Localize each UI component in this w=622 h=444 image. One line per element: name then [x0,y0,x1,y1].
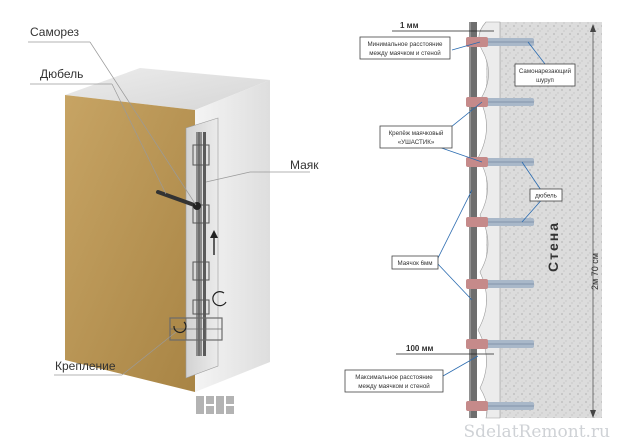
min-distance-line2: между маячком и стеной [369,50,441,57]
clip-line1: Крепёж маячковый [389,130,444,137]
wall-cross-section: 1 мм 100 мм 2м 70 см Стена [344,21,602,419]
fastening-bracket [169,317,223,341]
self-tapping-line1: Самонарезающий [519,68,572,75]
rotate-arrow-icon-2 [173,321,187,334]
callout-min-distance: Минимальное расстояние между маячком и с… [359,36,451,60]
top-dimension: 1 мм [392,21,494,32]
leader-screw-diag [89,41,197,206]
beacon-6mm-label: Маячок 6мм [397,260,432,267]
beacon-profile [192,132,210,356]
self-tapping-line2: шуруп [536,77,554,84]
clip-line2: «УШАСТИК» [398,139,435,146]
label-dowel: Дюбель [40,67,83,81]
wall-label: Стена [545,221,561,272]
dimension-bottom-label: 100 мм [406,344,433,353]
wall-block-top-face [65,68,270,110]
wall-body [486,22,602,418]
callout-dowel: дюбель [529,188,563,202]
beacon-clips [466,37,488,411]
callout-clip: Крепёж маячковый «УШАСТИК» [379,125,453,149]
callout-beacon-6mm: Маячок 6мм [391,255,439,270]
dowel-shaft [156,190,199,208]
height-dimension: 2м 70 см [590,24,600,418]
max-distance-line1: Максимальное расстояние [355,374,433,381]
label-screw: Саморез [30,25,79,39]
leader-beacon-diag [205,171,251,183]
max-distance-line2: между маячком и стеной [358,383,430,390]
wall-block-left-face [65,95,195,392]
dimension-top-label: 1 мм [400,21,419,30]
rotate-arrow-icon [212,291,227,307]
arrow-up-icon [210,230,218,255]
label-beacon: Маяк [290,158,319,172]
wall-section-3d: Саморез Дюбель Маяк Крепление [28,25,319,414]
callout-max-distance: Максимальное расстояние между маячком и … [344,369,444,393]
leader-dowel-diag [111,83,167,195]
min-distance-line1: Минимальное расстояние [368,41,444,48]
height-dimension-label: 2м 70 см [590,253,600,290]
dowel-label: дюбель [535,193,557,200]
label-fastening: Крепление [55,359,116,373]
screw-head [193,202,201,210]
leader-fastening-diag [121,331,177,376]
callout-self-tapping-screw: Самонарезающий шуруп [514,63,576,87]
logo-icon [196,396,234,414]
watermark: SdelatRemont.ru [464,422,611,442]
bottom-dimension: 100 мм [396,344,494,355]
